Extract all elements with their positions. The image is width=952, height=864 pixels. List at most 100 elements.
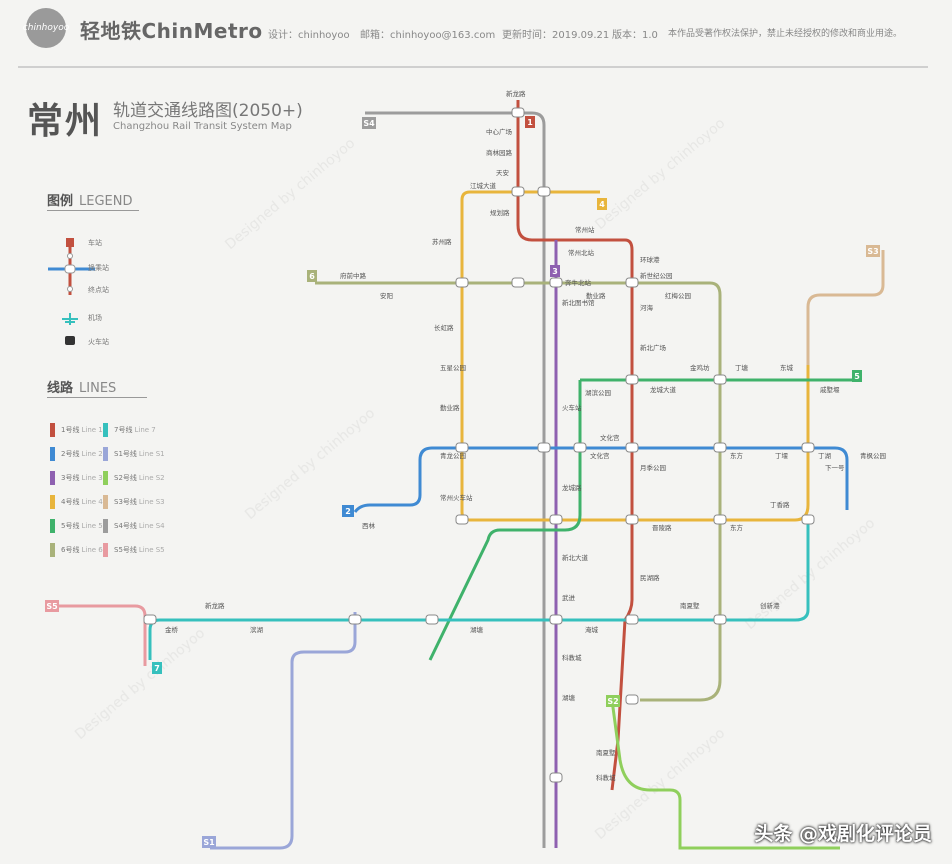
line-legend-label-en: Line 7: [134, 426, 156, 434]
station-label: 文化宫: [600, 433, 620, 442]
email: 邮箱：chinhoyoo@163.com: [360, 30, 496, 41]
badge-line-s3: [866, 245, 880, 257]
station-marker: [625, 374, 639, 385]
line-legend-label-en: Line S1: [138, 450, 165, 458]
station-marker: [425, 614, 439, 625]
version: 版本：1.0: [612, 30, 658, 41]
station-label: 民湖路: [640, 573, 660, 582]
station-label: 苏州路: [432, 237, 452, 246]
brand-name: 轻地铁ChinMetro: [80, 19, 263, 43]
station-marker: [625, 614, 639, 625]
badge-line-s4-label: S4: [363, 119, 375, 128]
station-marker: [549, 772, 563, 783]
update-date: 更新时间：2019.09.21: [502, 30, 610, 41]
station-label: 新北图书馆: [562, 298, 595, 307]
station-label: 龙城大道: [650, 385, 677, 394]
legend-item-airport: 机场: [88, 314, 102, 322]
badge-line-s3-label: S3: [867, 247, 878, 256]
station-marker: [348, 614, 362, 625]
map-watermark: Designed by chinhoyoo: [592, 115, 728, 233]
station-label: 长虹路: [434, 323, 454, 332]
badge-line-5: [852, 370, 862, 382]
line-4-north: [460, 190, 600, 201]
station-label: 五星公园: [440, 364, 466, 372]
line-legend-label: 2号线: [61, 450, 80, 458]
station-label: 新龙路: [205, 601, 225, 610]
station-label: 戚墅堰: [820, 385, 840, 394]
line-legend-label-en: Line S5: [138, 546, 165, 554]
station-label: 淹城: [585, 625, 599, 634]
line-legend-label-en: Line 5: [81, 522, 103, 530]
line-legend-label: S5号线: [114, 546, 137, 554]
line-color-swatch: [103, 423, 108, 437]
map-title-en: Changzhou Rail Transit System Map: [113, 121, 292, 132]
station-label: 湖塘: [562, 693, 576, 702]
map-watermark: Designed by chinhoyoo: [742, 515, 878, 633]
line-s4-route: [365, 111, 546, 848]
station-label: 丁塘: [735, 363, 749, 372]
legend-item-station: 车站: [88, 239, 102, 247]
line-7-route: [148, 520, 810, 660]
line-1-route: [516, 100, 634, 791]
line-color-swatch: [50, 495, 55, 509]
brand-logo: chinhoyoo: [23, 8, 69, 48]
station-label: 青龙公园: [440, 451, 466, 460]
station-label: 西林: [362, 521, 376, 530]
station-label: 红梅公园: [665, 291, 691, 300]
badge-line-7-label: 7: [154, 664, 160, 673]
station-marker: [573, 442, 587, 453]
badge-line-6: [307, 270, 317, 282]
badge-line-1-label: 1: [527, 118, 533, 127]
badge-line-s1: [202, 836, 216, 848]
copyright-notice: 本作品受著作权法保护，禁止未经授权的修改和商业用途。: [668, 29, 903, 39]
legend-item-terminus: 终点站: [88, 286, 109, 294]
station-label: 滨湖: [250, 625, 264, 634]
badge-line-s1-label: S1: [203, 838, 215, 847]
line-legend-label-en: Line 3: [81, 474, 103, 482]
station-label: 月季公园: [640, 463, 666, 472]
line-legend-label: 6号线: [61, 546, 80, 554]
legend-item-transfer: 换乘站: [88, 264, 109, 272]
badge-line-5-label: 5: [854, 372, 860, 381]
station-marker: [549, 614, 563, 625]
station-label: 晋陵路: [652, 523, 672, 532]
legend-item-railway: 火车站: [88, 338, 109, 346]
line-legend-label: 4号线: [61, 498, 80, 506]
station-label: 湖滨公园: [585, 388, 611, 397]
station-label: 江城大道: [470, 181, 497, 190]
station-label: 新世纪公园: [640, 271, 673, 280]
station-marker: [537, 442, 551, 453]
station-label: 丁堰: [775, 451, 789, 460]
line-color-swatch: [50, 423, 55, 437]
station-label: 火车站: [562, 403, 582, 412]
line-legend-label-en: Line S4: [138, 522, 165, 530]
station-label: 下一号: [825, 464, 845, 472]
station-label: 科教城: [596, 773, 616, 782]
station-label: 新龙路: [506, 89, 526, 98]
map-title-city: 常州: [27, 101, 104, 142]
station-label: 丁湖: [818, 451, 832, 460]
line-legend-label: S1号线: [114, 450, 137, 458]
badge-line-6-label: 6: [309, 272, 315, 281]
badge-line-s5: [45, 600, 59, 612]
line-legend-label-en: Line S2: [138, 474, 165, 482]
station-marker: [713, 374, 727, 385]
station-label: 丁香路: [770, 500, 790, 509]
station-marker: [549, 277, 563, 288]
line-color-swatch: [103, 447, 108, 461]
badge-line-4: [597, 198, 607, 210]
line-legend-label: S4号线: [114, 522, 137, 530]
badge-line-1: [525, 116, 535, 128]
station-label: 中心广场: [486, 127, 513, 136]
line-color-swatch: [103, 519, 108, 533]
line-legend-label-en: Line 4: [81, 498, 103, 506]
station-label: 科教城: [562, 653, 582, 662]
line-s1-route: [210, 612, 357, 850]
station-label: 金桥: [165, 625, 179, 634]
